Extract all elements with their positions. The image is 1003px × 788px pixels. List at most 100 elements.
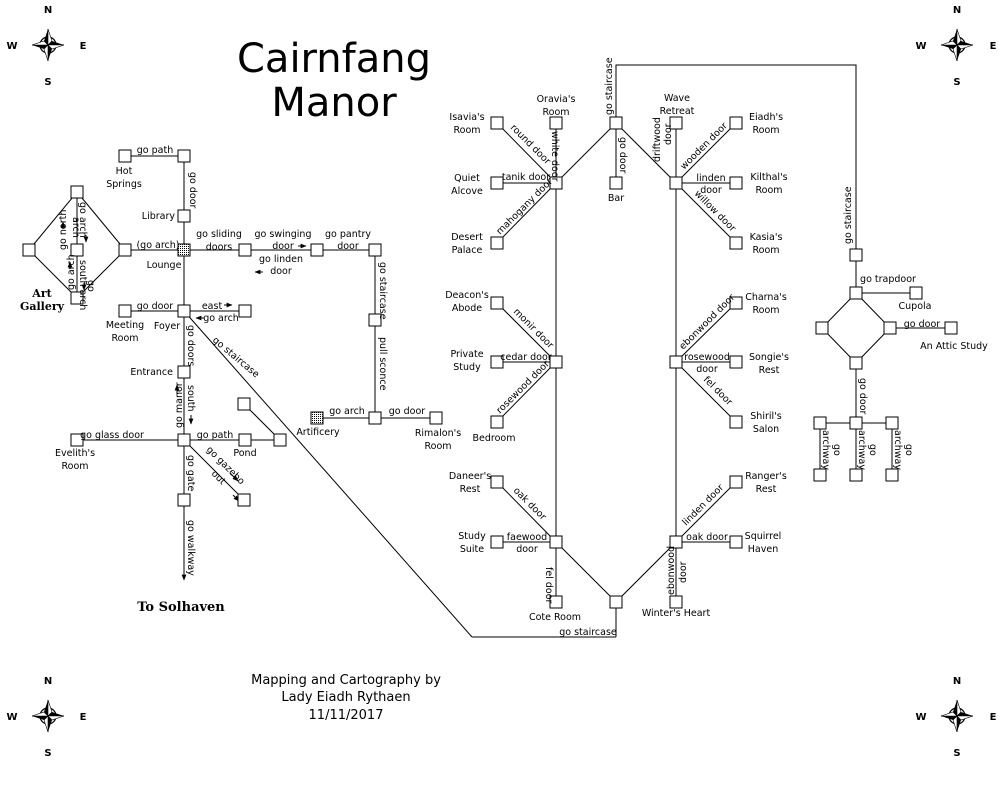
room-upper-landing[interactable]	[609, 116, 623, 130]
room-attic-nook-3[interactable]	[885, 468, 899, 482]
room-daneer[interactable]	[490, 475, 504, 489]
room-attic-hall-west[interactable]	[813, 416, 827, 430]
room-attic-south[interactable]	[849, 356, 863, 370]
room-cellar[interactable]	[368, 313, 382, 327]
room-ranger[interactable]	[729, 475, 743, 489]
room-attic-stair[interactable]	[849, 248, 863, 262]
room-west-hall-south[interactable]	[549, 535, 563, 549]
room-evelith[interactable]	[70, 433, 84, 447]
room-attic-hall-mid[interactable]	[849, 416, 863, 430]
room-quiet-alcove[interactable]	[490, 176, 504, 190]
room-kitchen[interactable]	[310, 243, 324, 257]
label-kasia-1: Kasia's	[750, 232, 783, 243]
room-bar[interactable]	[609, 176, 623, 190]
room-east-hall-mid[interactable]	[669, 355, 683, 369]
room-private-study[interactable]	[490, 355, 504, 369]
room-gallery-north[interactable]	[70, 185, 84, 199]
label-pond: Pond	[233, 448, 256, 459]
room-artificery[interactable]	[310, 411, 324, 425]
label-hot-springs-2: Springs	[106, 179, 142, 190]
svg-text:W: W	[915, 712, 926, 723]
room-deacon[interactable]	[490, 296, 504, 310]
label-private-study-2: Study	[453, 362, 481, 373]
room-shiril[interactable]	[729, 415, 743, 429]
svg-text:south arch: south arch	[77, 260, 88, 310]
room-bedroom[interactable]	[490, 415, 504, 429]
label-lounge: Lounge	[147, 260, 182, 271]
room-library[interactable]	[177, 209, 191, 223]
svg-text:go doors: go doors	[185, 325, 196, 366]
room-attic-hall-east[interactable]	[885, 416, 899, 430]
room-east-hall-north[interactable]	[669, 176, 683, 190]
room-kasia[interactable]	[729, 236, 743, 250]
room-foyer[interactable]	[177, 304, 191, 318]
svg-text:go: go	[85, 280, 96, 292]
room-path-junction[interactable]	[177, 149, 191, 163]
room-pond[interactable]	[238, 433, 252, 447]
label-kilthal-2: Room	[755, 185, 782, 196]
room-lower-landing[interactable]	[609, 595, 623, 609]
label-entrance: Entrance	[130, 367, 173, 378]
svg-text:white door: white door	[549, 131, 560, 182]
room-eiadh[interactable]	[729, 116, 743, 130]
room-pond-north[interactable]	[237, 397, 251, 411]
room-entrance[interactable]	[177, 365, 191, 379]
room-east-hall-south[interactable]	[669, 535, 683, 549]
room-west-hall-north[interactable]	[549, 176, 563, 190]
room-gallery-west[interactable]	[22, 243, 36, 257]
room-charna[interactable]	[729, 296, 743, 310]
room-gazebo[interactable]	[237, 493, 251, 507]
room-songie[interactable]	[729, 355, 743, 369]
room-winters-heart[interactable]	[669, 595, 683, 609]
room-cupola[interactable]	[909, 286, 923, 300]
svg-text:door: door	[663, 123, 674, 145]
room-pantry[interactable]	[368, 243, 382, 257]
room-cote[interactable]	[549, 595, 563, 609]
room-pond-east[interactable]	[273, 433, 287, 447]
room-hall[interactable]	[238, 243, 252, 257]
room-desert-palace[interactable]	[490, 236, 504, 250]
connections	[28, 64, 951, 638]
room-gallery-south[interactable]	[70, 291, 84, 305]
room-hot-springs[interactable]	[118, 149, 132, 163]
svg-text:go staircase: go staircase	[210, 335, 261, 381]
svg-text:go north: go north	[58, 210, 69, 250]
room-workshop-hall[interactable]	[368, 411, 382, 425]
room-wave-retreat[interactable]	[669, 116, 683, 130]
room-gate[interactable]	[177, 493, 191, 507]
svg-text:E: E	[80, 712, 87, 723]
room-meeting[interactable]	[118, 304, 132, 318]
room-kilthal[interactable]	[729, 176, 743, 190]
room-attic-west[interactable]	[815, 321, 829, 335]
room-isavia[interactable]	[490, 116, 504, 130]
svg-text:archway: archway	[856, 430, 867, 470]
room-foyer-east[interactable]	[238, 304, 252, 318]
room-attic-nook-2[interactable]	[849, 468, 863, 482]
label-artificery: Artificery	[296, 427, 340, 438]
svg-text:door: door	[270, 266, 292, 277]
room-lounge[interactable]	[177, 243, 191, 257]
room-attic-nook-1[interactable]	[813, 468, 827, 482]
svg-text:go staircase: go staircase	[843, 186, 854, 244]
svg-text:archway: archway	[892, 430, 903, 470]
svg-text:W: W	[915, 41, 926, 52]
room-west-hall-mid[interactable]	[549, 355, 563, 369]
room-oravia[interactable]	[549, 116, 563, 130]
label-oravia-1: Oravia's	[537, 94, 576, 105]
room-attic-study[interactable]	[944, 321, 958, 335]
svg-text:fel door: fel door	[701, 374, 735, 408]
credit-line3: 11/11/2017	[309, 708, 384, 723]
room-attic-north[interactable]	[849, 286, 863, 300]
room-attic-east[interactable]	[883, 321, 897, 335]
room-gallery-east[interactable]	[118, 243, 132, 257]
svg-text:go linden: go linden	[259, 254, 303, 265]
svg-text:E: E	[990, 41, 997, 52]
room-squirrel[interactable]	[729, 535, 743, 549]
svg-text:archway: archway	[820, 430, 831, 470]
svg-text:go door: go door	[187, 172, 198, 209]
map-title-line1: Cairnfang	[237, 36, 431, 82]
room-courtyard[interactable]	[177, 433, 191, 447]
room-study-suite[interactable]	[490, 535, 504, 549]
room-rimalon[interactable]	[429, 411, 443, 425]
room-gallery-center[interactable]	[70, 243, 84, 257]
